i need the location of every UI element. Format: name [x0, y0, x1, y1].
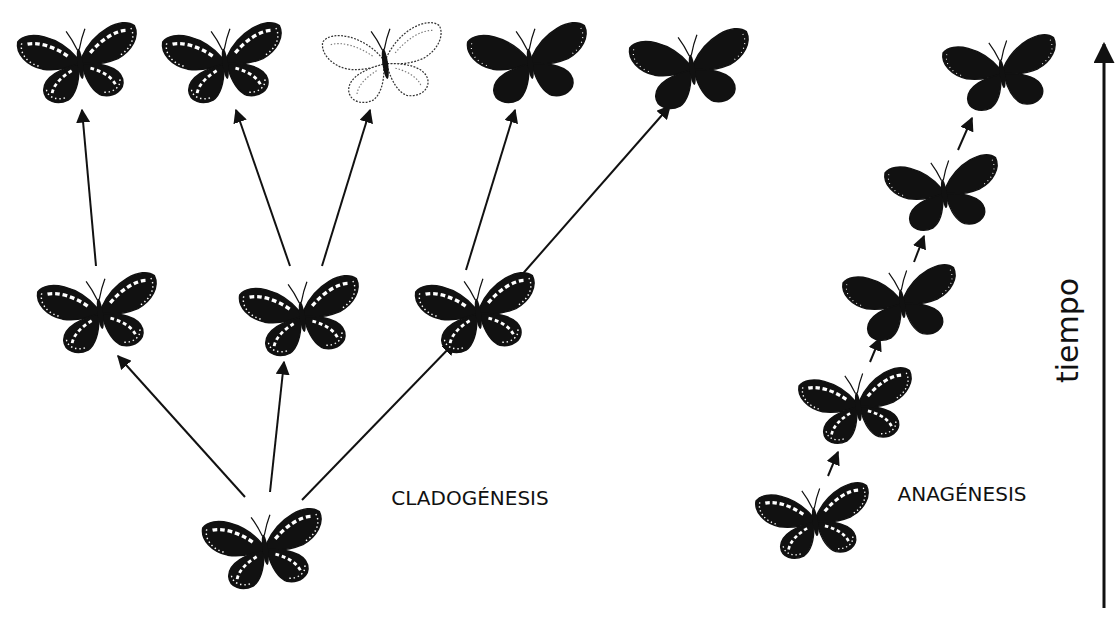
butterfly	[161, 21, 289, 107]
arrow	[270, 362, 284, 492]
ancestor-butterfly	[201, 507, 329, 593]
butterfly	[414, 271, 542, 357]
arrow	[512, 106, 670, 286]
process-label: ANAGÉNESIS	[898, 483, 1027, 505]
arrow	[322, 110, 370, 266]
arrow	[302, 342, 455, 500]
arrow	[828, 452, 838, 476]
arrow	[118, 356, 245, 497]
butterfly	[842, 263, 963, 345]
axis-label: tiempo	[1052, 277, 1085, 382]
arrow	[82, 110, 96, 266]
arrow	[236, 110, 290, 266]
butterfly	[321, 21, 449, 107]
butterfly	[628, 27, 756, 113]
butterfly	[755, 481, 876, 563]
butterfly	[466, 21, 594, 107]
butterfly	[16, 21, 144, 107]
time-axis	[1103, 44, 1106, 608]
arrows	[82, 44, 1104, 608]
butterfly	[884, 153, 1005, 235]
arrow	[914, 236, 924, 262]
butterflies	[16, 21, 1063, 593]
butterfly	[942, 33, 1063, 115]
arrow	[870, 338, 880, 362]
butterfly	[36, 271, 164, 357]
butterfly	[238, 274, 366, 360]
arrow	[958, 118, 972, 150]
arrow	[466, 110, 515, 270]
process-label: CLADOGÉNESIS	[391, 487, 548, 509]
butterfly	[798, 366, 919, 448]
